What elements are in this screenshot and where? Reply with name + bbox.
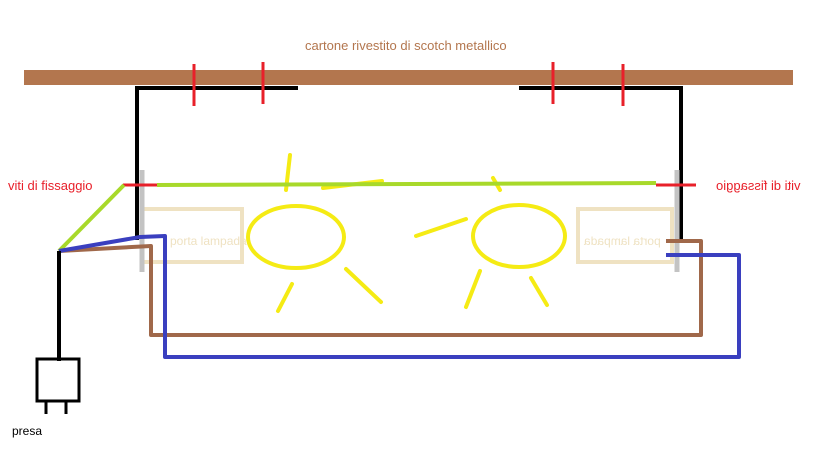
ground-wire <box>57 181 657 253</box>
lampholder-right <box>576 207 674 264</box>
screws-label-right: viti di fissaggio <box>716 178 801 193</box>
bulb-right-icon <box>414 176 567 309</box>
diagram-title: cartone rivestito di scotch metallico <box>305 38 507 53</box>
bracket-left <box>135 86 298 240</box>
bulb-left-icon <box>246 153 384 313</box>
neutral-wire <box>58 234 741 359</box>
plug-label: presa <box>12 424 43 438</box>
screws-label-left: viti di fissaggio <box>8 178 93 193</box>
phase-wire <box>58 239 703 337</box>
cardboard-board <box>24 70 793 85</box>
top-screws <box>192 62 625 106</box>
plug-icon <box>35 357 81 414</box>
bracket-right <box>519 86 683 240</box>
lampholder-label-left: porta lampada <box>170 234 247 248</box>
lampholder-label-right: porta lampada <box>584 234 661 248</box>
